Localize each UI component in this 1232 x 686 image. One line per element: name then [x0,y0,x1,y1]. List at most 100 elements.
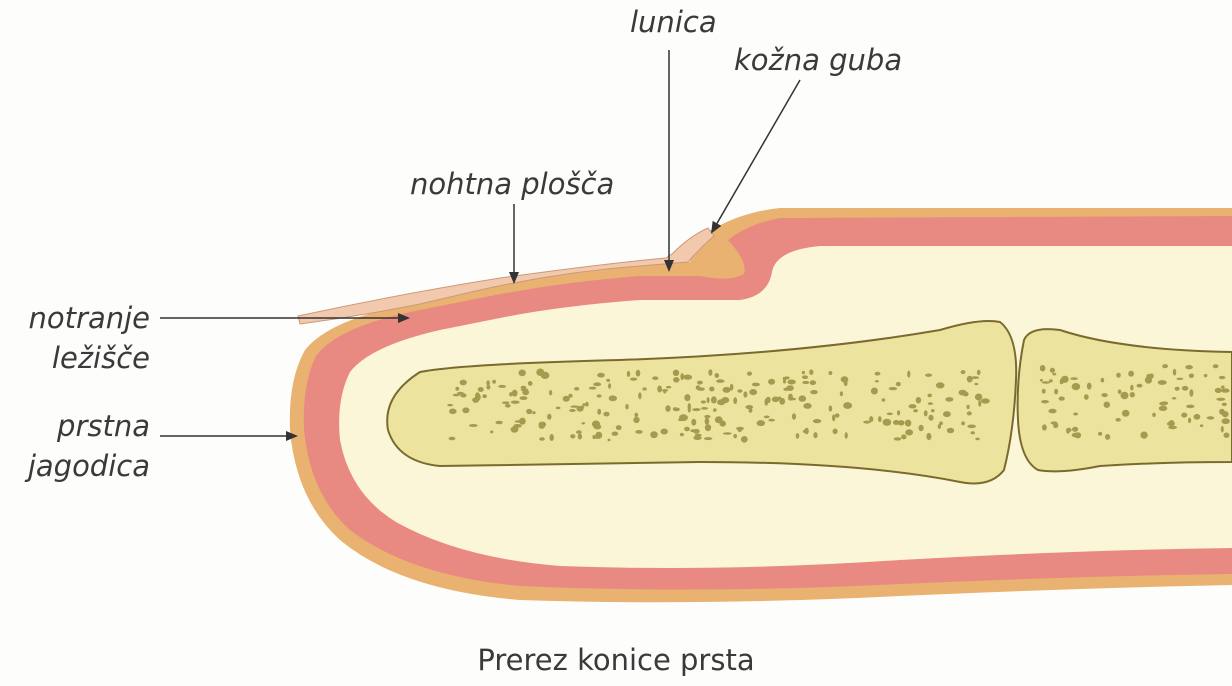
marrow-speck [697,381,703,385]
marrow-speck [519,370,526,377]
marrow-speck [974,383,978,385]
marrow-speck [711,396,717,403]
marrow-speck [887,413,893,416]
marrow-speck [1152,413,1156,417]
marrow-speck [883,419,892,426]
marrow-speck [1158,380,1167,385]
marrow-speck [978,400,981,407]
marrow-speck [845,432,848,439]
marrow-speck [747,372,752,376]
marrow-speck [1042,389,1046,394]
marrow-speck [967,376,973,383]
marrow-speck [704,415,710,418]
marrow-speck [1189,389,1193,396]
marrow-speck [1189,374,1194,379]
marrow-speck [765,398,769,405]
marrow-speck [482,394,486,398]
marrow-speck [630,378,637,381]
marrow-speck [713,408,717,412]
marrow-speck [1185,365,1193,369]
marrow-speck [1182,386,1189,391]
marrow-speck [1042,381,1050,383]
marrow-speck [498,385,506,388]
marrow-speck [673,370,679,376]
marrow-speck [913,409,918,412]
marrow-speck [1042,424,1047,430]
marrow-speck [1181,413,1187,418]
marrow-speck [539,437,545,441]
marrow-speck [961,421,965,425]
marrow-speck [708,369,712,376]
marrow-speck [723,432,732,434]
marrow-speck [705,424,711,431]
marrow-speck [928,402,933,405]
marrow-speck [961,370,966,374]
marrow-speck [692,408,700,411]
marrow-speck [768,379,775,385]
marrow-speck [633,417,639,423]
marrow-speck [447,404,453,406]
marrow-speck [1167,422,1175,426]
marrow-speck [813,432,817,438]
marrow-speck [453,394,460,397]
label-nail-plate: nohtna plošča [410,164,614,204]
marrow-speck [1222,403,1227,406]
marrow-speck [684,427,690,432]
marrow-speck [833,429,838,435]
marrow-speck [783,380,786,383]
marrow-speck [528,381,533,386]
marrow-speck [519,418,526,425]
marrow-speck [926,433,931,440]
marrow-speck [691,419,696,426]
marrow-speck [511,426,519,432]
marrow-speck [547,414,551,420]
marrow-speck [475,392,480,399]
label-lunula: lunica [630,2,717,42]
marrow-speck [779,398,785,405]
marrow-speck [657,386,662,393]
marrow-speck [680,433,684,436]
marrow-speck [1221,426,1224,433]
marrow-speck [696,385,700,390]
marrow-speck [460,393,466,397]
label-nail-bed-line-2: ležišče [0,338,150,378]
marrow-speck [1104,402,1110,408]
marrow-speck [1116,373,1121,378]
middle-phalanx [1018,329,1232,471]
marrow-speck [1175,387,1180,391]
marrow-speck [1041,400,1049,403]
marrow-speck [1101,378,1105,383]
marrow-speck [1159,406,1168,411]
marrow-speck [721,397,729,403]
marrow-speck [449,437,456,441]
marrow-speck [788,398,796,401]
marrow-speck [490,431,493,434]
marrow-speck [752,383,760,387]
marrow-speck [1040,365,1046,371]
marrow-speck [705,418,710,425]
marrow-speck [701,407,708,410]
marrow-speck [835,413,840,417]
marrow-speck [1207,416,1215,419]
marrow-speck [1221,388,1230,392]
marrow-speck [594,424,602,429]
marrow-speck [971,431,975,434]
marrow-speck [1137,384,1143,388]
marrow-speck [1161,401,1168,405]
marrow-speck [716,379,724,383]
marrow-speck [635,430,642,434]
marrow-speck [1101,393,1107,397]
marrow-speck [455,387,459,391]
marrow-speck [1060,380,1064,384]
marrow-speck [841,376,849,382]
marrow-speck [1048,409,1056,414]
marrow-speck [1213,364,1219,368]
marrow-speck [678,418,686,421]
marrow-speck [803,403,811,409]
marrow-speck [967,405,970,409]
marrow-speck [707,397,710,403]
marrow-speck [593,382,601,386]
marrow-speck [738,427,743,432]
marrow-speck [809,369,813,375]
